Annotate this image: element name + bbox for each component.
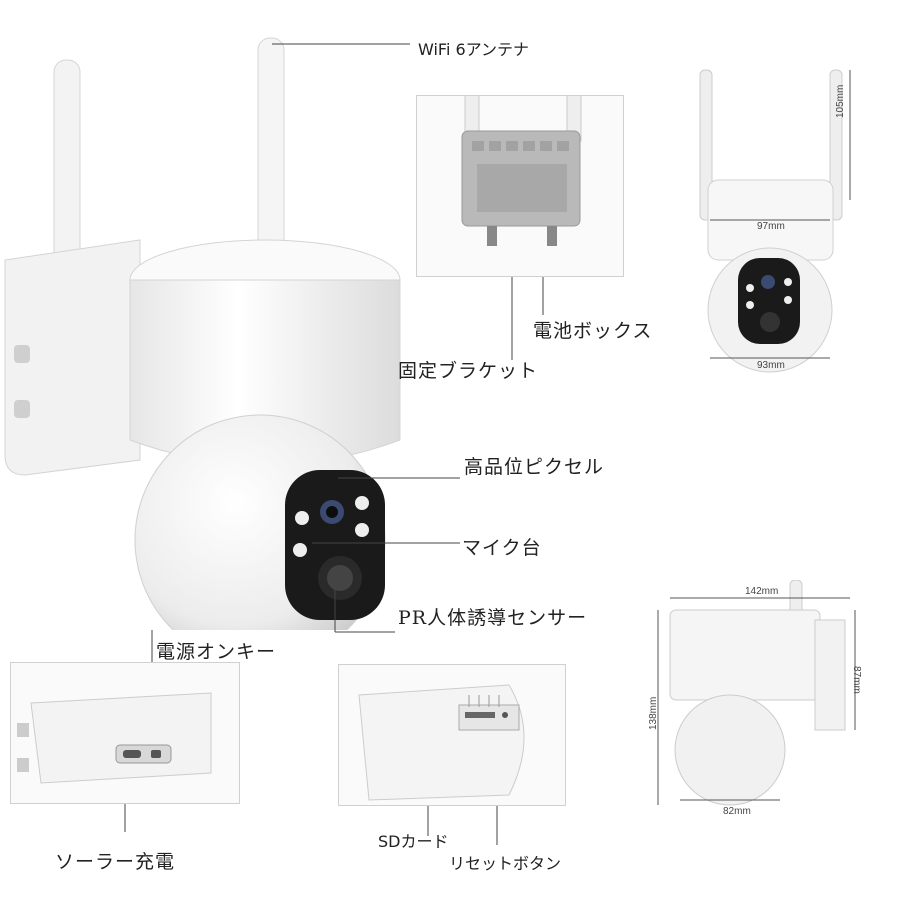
solar-charge-label: ソーラー充電 <box>55 851 176 873</box>
main-camera-illustration <box>0 30 420 630</box>
side-total-height-dim: 138mm <box>648 696 659 730</box>
battery-box-inset <box>416 95 624 277</box>
front-top-width-dim: 97mm <box>757 221 785 232</box>
side-dimension-view <box>640 580 890 820</box>
sd-reset-inset <box>338 664 566 806</box>
fixed-bracket-label: 固定ブラケット <box>398 360 539 382</box>
side-bracket-height-dim: 87mm <box>851 666 862 694</box>
battery-box-label: 電池ボックス <box>533 320 653 342</box>
side-ball-width-dim: 82mm <box>723 806 751 817</box>
reset-button-label: リセットボタン <box>449 854 562 873</box>
mic-label: マイク台 <box>462 537 542 559</box>
front-bottom-width-dim: 93mm <box>757 360 785 371</box>
sd-card-label: SDカード <box>378 832 449 851</box>
side-width-dim: 142mm <box>745 586 779 597</box>
power-key-label: 電源オンキー <box>156 641 277 663</box>
high-pixel-label: 高品位ピクセル <box>464 456 605 478</box>
front-dimension-view <box>690 60 890 380</box>
front-height-dim: 105mm <box>835 84 846 118</box>
pir-sensor-label: PR人体誘導センサー <box>398 607 588 629</box>
power-key-inset <box>10 662 240 804</box>
wifi-antenna-label: WiFi 6アンテナ <box>418 40 530 59</box>
